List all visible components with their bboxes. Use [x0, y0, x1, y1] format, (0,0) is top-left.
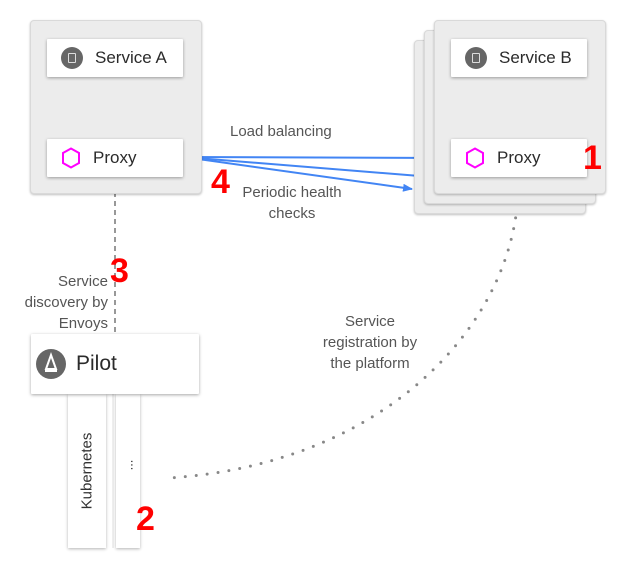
proxy-label: Proxy: [497, 148, 541, 167]
platform-label-kubernetes: Kubernetes: [78, 432, 96, 510]
chip-icon: [61, 47, 83, 69]
discovery-label: Service discovery by Envoys: [24, 273, 108, 332]
step-number-4: 4: [211, 163, 230, 201]
service-b-label: Service B: [499, 48, 572, 67]
hexagon-icon: [62, 147, 80, 169]
service-b-proxy-card[interactable]: Proxy: [451, 139, 587, 177]
load-balancing-arrow: [183, 153, 451, 162]
step-number-2: 2: [136, 500, 155, 538]
step-number-3: 3: [110, 252, 129, 290]
proxy-label: Proxy: [93, 148, 137, 167]
registration-label: Service registration by the platform: [322, 313, 418, 372]
step-number-1: 1: [583, 139, 602, 177]
service-a-proxy-card[interactable]: Proxy: [47, 139, 183, 177]
health-checks-label: Periodic health checks: [242, 184, 342, 222]
pilot-card[interactable]: Pilot: [31, 334, 199, 394]
platform-column-more[interactable]: ...: [116, 394, 140, 548]
pilot-label: Pilot: [76, 352, 117, 375]
service-b-card[interactable]: Service B: [451, 39, 587, 77]
chip-icon: [465, 47, 487, 69]
load-balancing-label: Load balancing: [230, 123, 332, 140]
sailboat-icon: [36, 349, 66, 379]
hexagon-icon: [466, 147, 484, 169]
service-a-label: Service A: [95, 48, 167, 67]
platform-label-more: ...: [120, 459, 136, 471]
platform-column-kubernetes[interactable]: Kubernetes: [68, 394, 106, 548]
service-a-card[interactable]: Service A: [47, 39, 183, 77]
